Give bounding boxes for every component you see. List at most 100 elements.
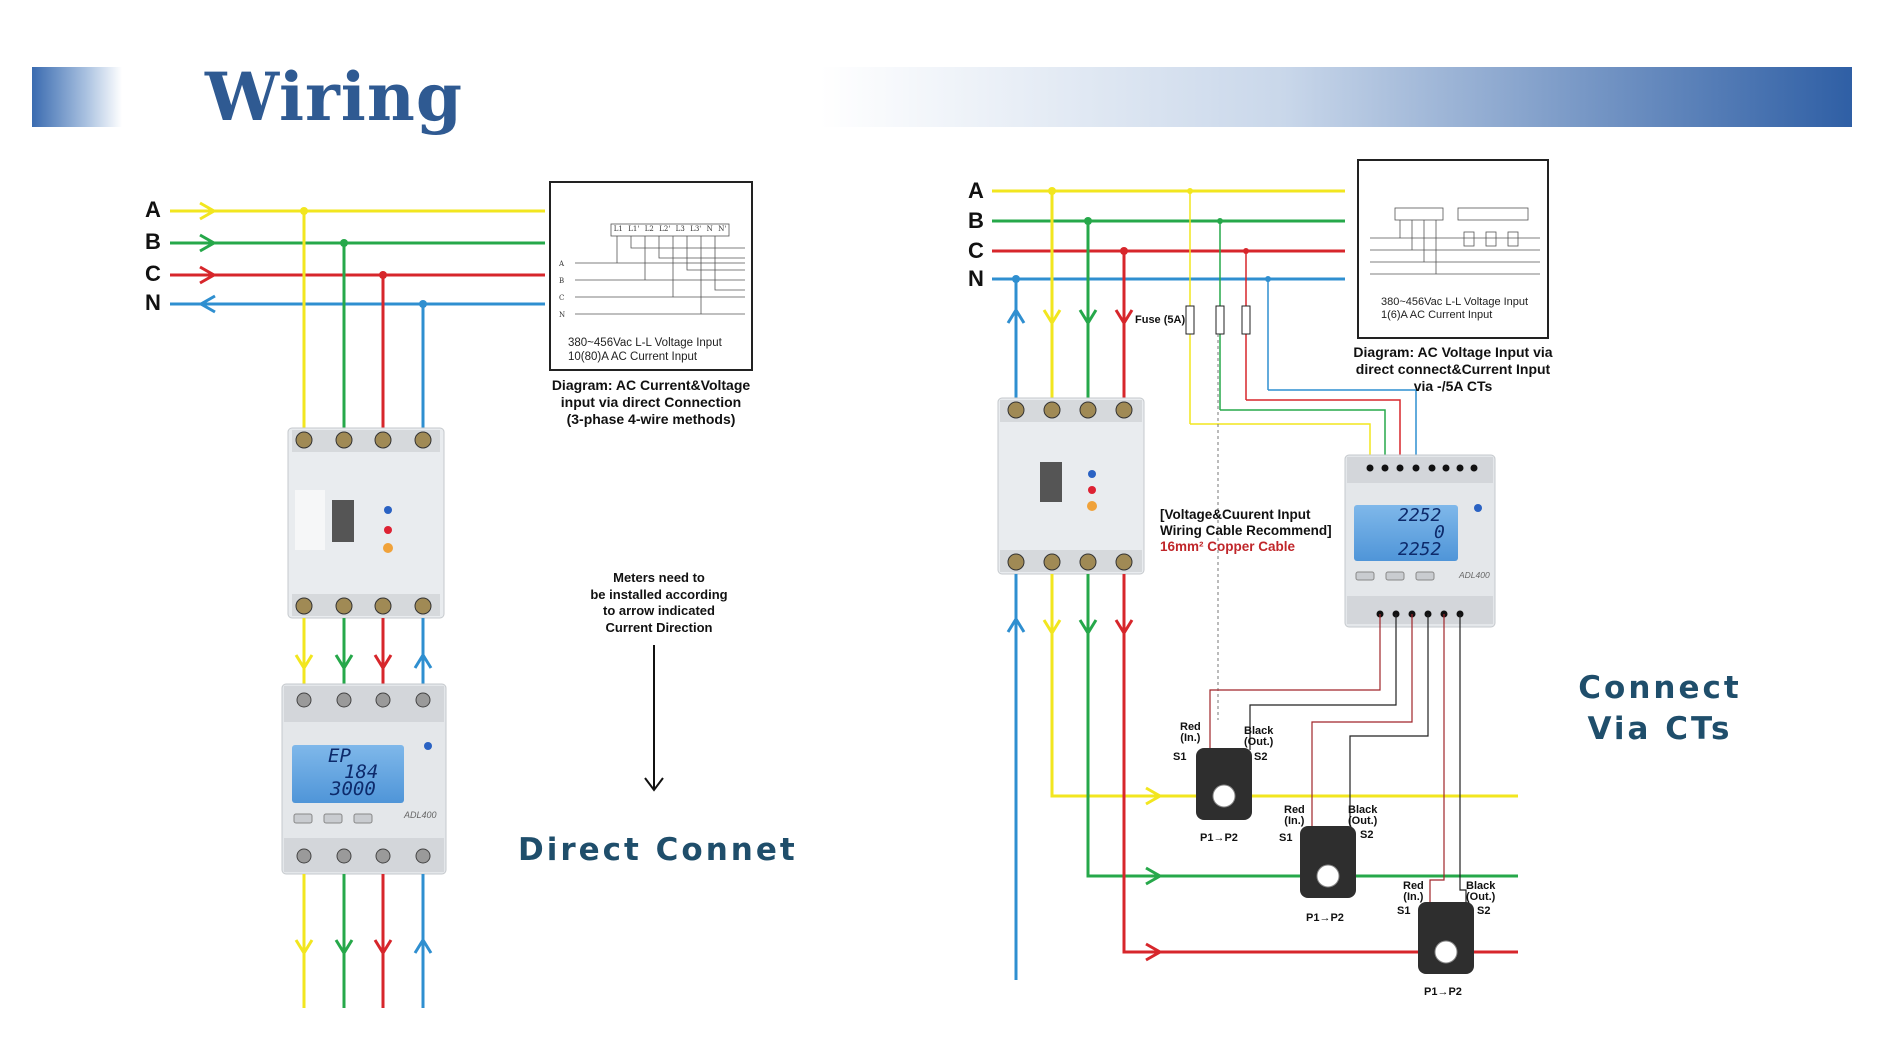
right-meter-lcd [1354, 505, 1458, 561]
right-caption-line1: Diagram: AC Voltage Input via [1353, 344, 1553, 360]
ct-a-s2: S2 [1254, 751, 1268, 763]
left-meter-line3: 3000 [330, 778, 376, 800]
right-phase-label-b: B [968, 208, 984, 233]
inset-phase-n: N [559, 311, 566, 319]
phase-label-b: B [145, 229, 161, 254]
direction-note-line1: Meters need to [613, 570, 705, 585]
left-meter-line1: EP [328, 745, 351, 767]
left-caption-line3: (3-phase 4-wire methods) [566, 411, 736, 427]
cable-note-line1: [Voltage&Cuurent Input [1160, 507, 1311, 522]
inset-terminal-n: N [706, 225, 713, 233]
header-band-right [820, 67, 1852, 127]
ct-a-s1: S1 [1173, 751, 1187, 763]
ct-a [1196, 748, 1252, 820]
left-inset-spec-line2: 10(80)A AC Current Input [568, 351, 698, 363]
right-phase-label-a: A [968, 178, 984, 203]
ct-c-s1: S1 [1397, 905, 1411, 917]
fuse-label: Fuse (5A) [1135, 314, 1186, 326]
right-inset-schematic [1370, 207, 1540, 275]
right-meter-button-1[interactable] [1355, 571, 1375, 581]
left-diagram-caption: Diagram: AC Current&Voltage input via di… [535, 377, 767, 428]
left-inset-spec: 380~456Vac L-L Voltage Input 10(80)A AC … [568, 336, 722, 364]
left-breaker [287, 427, 445, 619]
ct-c-s2: S2 [1477, 905, 1491, 917]
page-title: Wiring [205, 58, 464, 136]
right-meter-line3: 2252 [1398, 539, 1442, 560]
ct-a-red-label: Red (In.) [1180, 721, 1201, 744]
phase-label-c: C [145, 261, 161, 286]
left-meter-lcd [292, 745, 404, 803]
ct-c [1418, 902, 1474, 974]
left-caption-line1: Diagram: AC Current&Voltage [551, 377, 751, 393]
right-meter-model: ADL400 [1459, 570, 1490, 580]
right-inset-spec-line1: 380~456Vac L-L Voltage Input [1381, 296, 1529, 308]
inset-terminal-l3p: L3' [690, 225, 702, 233]
inset-terminal-l1: L1 [613, 225, 623, 233]
header-band-left [32, 67, 122, 127]
ct-b-s2: S2 [1360, 829, 1374, 841]
fuse-b [1215, 305, 1225, 335]
left-inset-box [549, 181, 753, 371]
right-phase-label-c: C [968, 238, 984, 263]
inset-terminal-l3: L3 [675, 225, 685, 233]
inset-terminal-np: N' [718, 225, 727, 233]
direction-note: Meters need to be installed according to… [574, 570, 744, 636]
left-meter-line2: 184 [344, 761, 379, 783]
phase-label-a: A [145, 197, 161, 222]
section-title-cts-line1: Connect [1578, 670, 1742, 706]
left-inset-phase-column: A B C N [559, 256, 565, 324]
right-diagram-caption: Diagram: AC Voltage Input via direct con… [1338, 344, 1568, 395]
ct-c-red-label: Red (In.) [1403, 880, 1424, 903]
inset-terminal-l2: L2 [644, 225, 654, 233]
left-meter-button-3[interactable] [353, 813, 373, 824]
inset-terminal-l2p: L2' [659, 225, 671, 233]
inset-phase-c: C [559, 294, 565, 302]
left-meter-model: ADL400 [404, 810, 437, 820]
bus-c-arrow [199, 265, 218, 285]
right-meter [1344, 454, 1496, 628]
right-meter-line2: 0 [1434, 522, 1445, 543]
section-title-direct: Direct Connet [518, 832, 798, 868]
ct-a-direction: P1→P2 [1200, 832, 1238, 844]
cable-note-line3: 16mm² Copper Cable [1160, 539, 1296, 554]
inset-phase-b: B [559, 277, 565, 285]
right-inset-spec: 380~456Vac L-L Voltage Input 1(6)A AC Cu… [1381, 296, 1528, 322]
bus-n-arrow [197, 294, 216, 314]
right-meter-button-3[interactable] [1415, 571, 1435, 581]
left-inset-schematic [575, 223, 745, 315]
ct-c-black-label: Black (Out.) [1466, 880, 1496, 903]
left-caption-line2: input via direct Connection [560, 394, 742, 410]
inset-phase-a: A [559, 260, 565, 268]
left-meter-readout: EP 184 3000 [292, 745, 404, 803]
right-meter-button-2[interactable] [1385, 571, 1405, 581]
right-meter-line1: 2252 [1398, 505, 1442, 526]
left-meter-button-1[interactable] [293, 813, 313, 824]
breaker-toggle[interactable] [332, 500, 354, 542]
cable-note-line2: Wiring Cable Recommend] [1160, 523, 1332, 538]
right-inset-spec-line2: 1(6)A AC Current Input [1381, 309, 1493, 321]
right-caption-line2: direct connect&Current Input [1355, 361, 1551, 377]
right-meter-readout: 2252 0 2252 [1354, 505, 1458, 561]
right-caption-line3: via -/5A CTs [1413, 378, 1493, 394]
fuse-a [1185, 305, 1195, 335]
fuse-c [1241, 305, 1251, 335]
cable-note: [Voltage&Cuurent Input Wiring Cable Reco… [1160, 507, 1332, 555]
direction-note-line4: Current Direction [605, 619, 713, 635]
phase-label-n: N [145, 290, 161, 315]
ct-c-direction: P1→P2 [1424, 986, 1462, 998]
left-inset-terminals: L1 L1' L2 L2' L3 L3' N N' [611, 225, 729, 233]
bus-b-arrow [199, 233, 218, 253]
left-diagram [170, 181, 753, 1008]
right-inset-box [1357, 159, 1549, 339]
ct-a-black-label: Black (Out.) [1244, 725, 1274, 748]
ct-b-red-label: Red (In.) [1284, 804, 1305, 827]
section-title-cts-line2: Via CTs [1587, 711, 1733, 747]
right-breaker [997, 397, 1145, 575]
right-phase-label-n: N [968, 266, 984, 291]
bus-a-arrow [199, 201, 218, 221]
left-meter-button-2[interactable] [323, 813, 343, 824]
right-breaker-toggle[interactable] [1040, 462, 1062, 502]
inset-terminal-l1p: L1' [628, 225, 640, 233]
